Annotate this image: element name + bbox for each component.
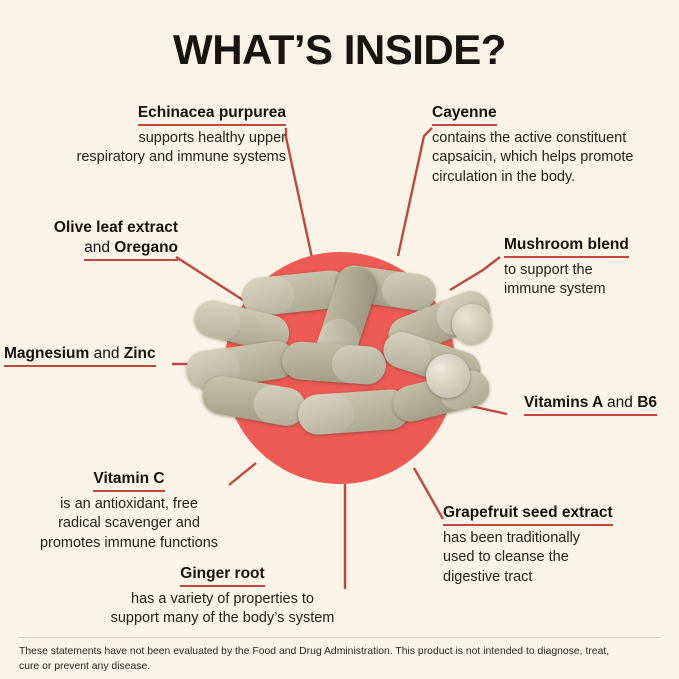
callout-magnesium-zinc: Magnesium and Zinc [4, 345, 184, 368]
callout-cayenne-line2: capsaicin, which helps promote [432, 149, 634, 166]
connector-echinacea [284, 128, 314, 259]
capsule [280, 340, 388, 386]
callout-grapefruit-line3: digestive tract [443, 568, 533, 585]
callout-olive-heading-line2: and Oregano [84, 239, 178, 261]
callout-grapefruit-line1: has been traditionally [443, 530, 581, 547]
connector-vitamin-c [228, 462, 257, 486]
callout-vitamin-a-label: Vitamins A [524, 394, 603, 411]
callout-vitamin-b6-label: B6 [637, 394, 658, 411]
callout-vitamin-c-line2: radical scavenger and [58, 515, 200, 532]
callout-vitamin-c-line3: promotes immune functions [39, 534, 219, 551]
callout-cayenne-line1: contains the active constituent [432, 130, 627, 147]
callout-magnesium-label: Magnesium [4, 345, 90, 362]
callout-grapefruit-line2: used to cleanse the [443, 549, 569, 566]
callout-cayenne: Cayenne contains the active constituent … [432, 104, 677, 187]
capsule [199, 373, 309, 429]
callout-zinc-label: Zinc [123, 345, 156, 362]
page-title: WHAT’S INSIDE? [173, 26, 506, 73]
callout-echinacea-heading: Echinacea purpurea [137, 104, 286, 127]
callout-ginger-line1: has a variety of properties to [131, 591, 314, 608]
callout-vitamin-c: Vitamin C is an antioxidant, free radica… [28, 470, 230, 553]
callout-echinacea: Echinacea purpurea supports healthy uppe… [34, 104, 286, 168]
callout-olive-conjunction: and [84, 238, 110, 256]
capsule-pile-image [183, 262, 496, 464]
callout-vitamins-a-b6-heading: Vitamins A and B6 [524, 394, 658, 417]
callout-vitamins-a-b6: Vitamins A and B6 [524, 394, 679, 417]
callout-echinacea-line1: supports healthy upper [138, 130, 286, 147]
footer-divider [18, 637, 661, 638]
callout-magnesium-zinc-heading: Magnesium and Zinc [4, 345, 156, 368]
capsule [426, 354, 470, 398]
callout-magnesium-conjunction: and [93, 345, 120, 362]
callout-olive-heading-line1: Olive leaf extract [53, 219, 178, 236]
callout-oregano-label: Oregano [114, 238, 178, 256]
callout-vitamins-conjunction: and [607, 394, 633, 411]
callout-grapefruit-heading: Grapefruit seed extract [443, 504, 613, 527]
callout-ginger-heading: Ginger root [180, 565, 265, 588]
fda-disclaimer-line2: cure or prevent any disease. [19, 660, 151, 672]
callout-vitamin-c-line1: is an antioxidant, free [60, 496, 198, 513]
fda-disclaimer-line1: These statements have not been evaluated… [19, 646, 610, 657]
callout-mushroom-line2: immune system [504, 281, 606, 298]
callout-grapefruit: Grapefruit seed extract has been traditi… [443, 504, 668, 587]
callout-mushroom: Mushroom blend to support the immune sys… [504, 236, 674, 300]
connector-cayenne [396, 127, 433, 257]
callout-cayenne-line3: circulation in the body. [432, 168, 576, 185]
callout-echinacea-line2: respiratory and immune systems [76, 149, 286, 166]
callout-mushroom-heading: Mushroom blend [504, 236, 629, 259]
callout-ginger-line2: support many of the body’s system [110, 610, 335, 627]
callout-vitamin-c-heading: Vitamin C [93, 470, 165, 493]
callout-mushroom-line1: to support the [504, 262, 593, 279]
callout-olive-oregano: Olive leaf extract and Oregano [8, 219, 178, 261]
callout-cayenne-heading: Cayenne [432, 104, 497, 127]
fda-disclaimer: These statements have not been evaluated… [19, 645, 665, 675]
callout-ginger: Ginger root has a variety of properties … [100, 565, 345, 629]
capsule [452, 304, 492, 344]
connector-grapefruit [412, 467, 445, 520]
